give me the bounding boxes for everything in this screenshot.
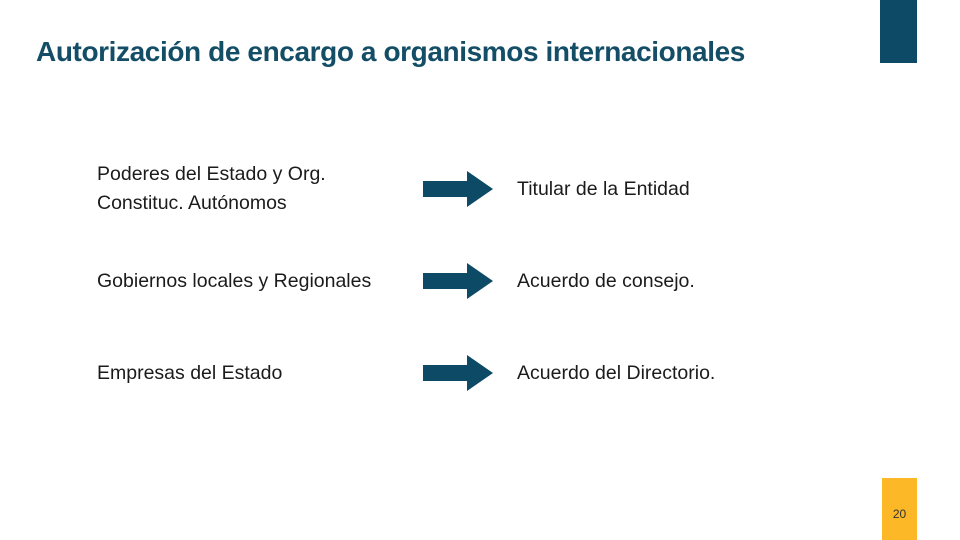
mapping-row: Empresas del Estado Acuerdo del Director… (97, 338, 960, 408)
source-entity-label: Poderes del Estado y Org. Constituc. Aut… (97, 163, 326, 214)
right-arrow-icon (423, 171, 493, 207)
approval-authority-label: Acuerdo de consejo. (517, 269, 695, 292)
page-title: Autorización de encargo a organismos int… (36, 35, 745, 67)
source-entity-label: Empresas del Estado (97, 361, 283, 384)
source-entity-label: Gobiernos locales y Regionales (97, 269, 372, 292)
mapping-row: Gobiernos locales y Regionales Acuerdo d… (97, 246, 960, 316)
approval-authority-label: Titular de la Entidad (517, 177, 690, 200)
approval-authority-label: Acuerdo del Directorio. (517, 361, 716, 384)
page-number: 20 (892, 507, 907, 521)
page-number-tab: 20 (882, 478, 917, 540)
right-arrow-icon (423, 355, 493, 391)
title-accent-square (880, 0, 917, 63)
mapping-row: Poderes del Estado y Org. Constituc. Aut… (97, 154, 960, 224)
right-arrow-icon (423, 263, 493, 299)
